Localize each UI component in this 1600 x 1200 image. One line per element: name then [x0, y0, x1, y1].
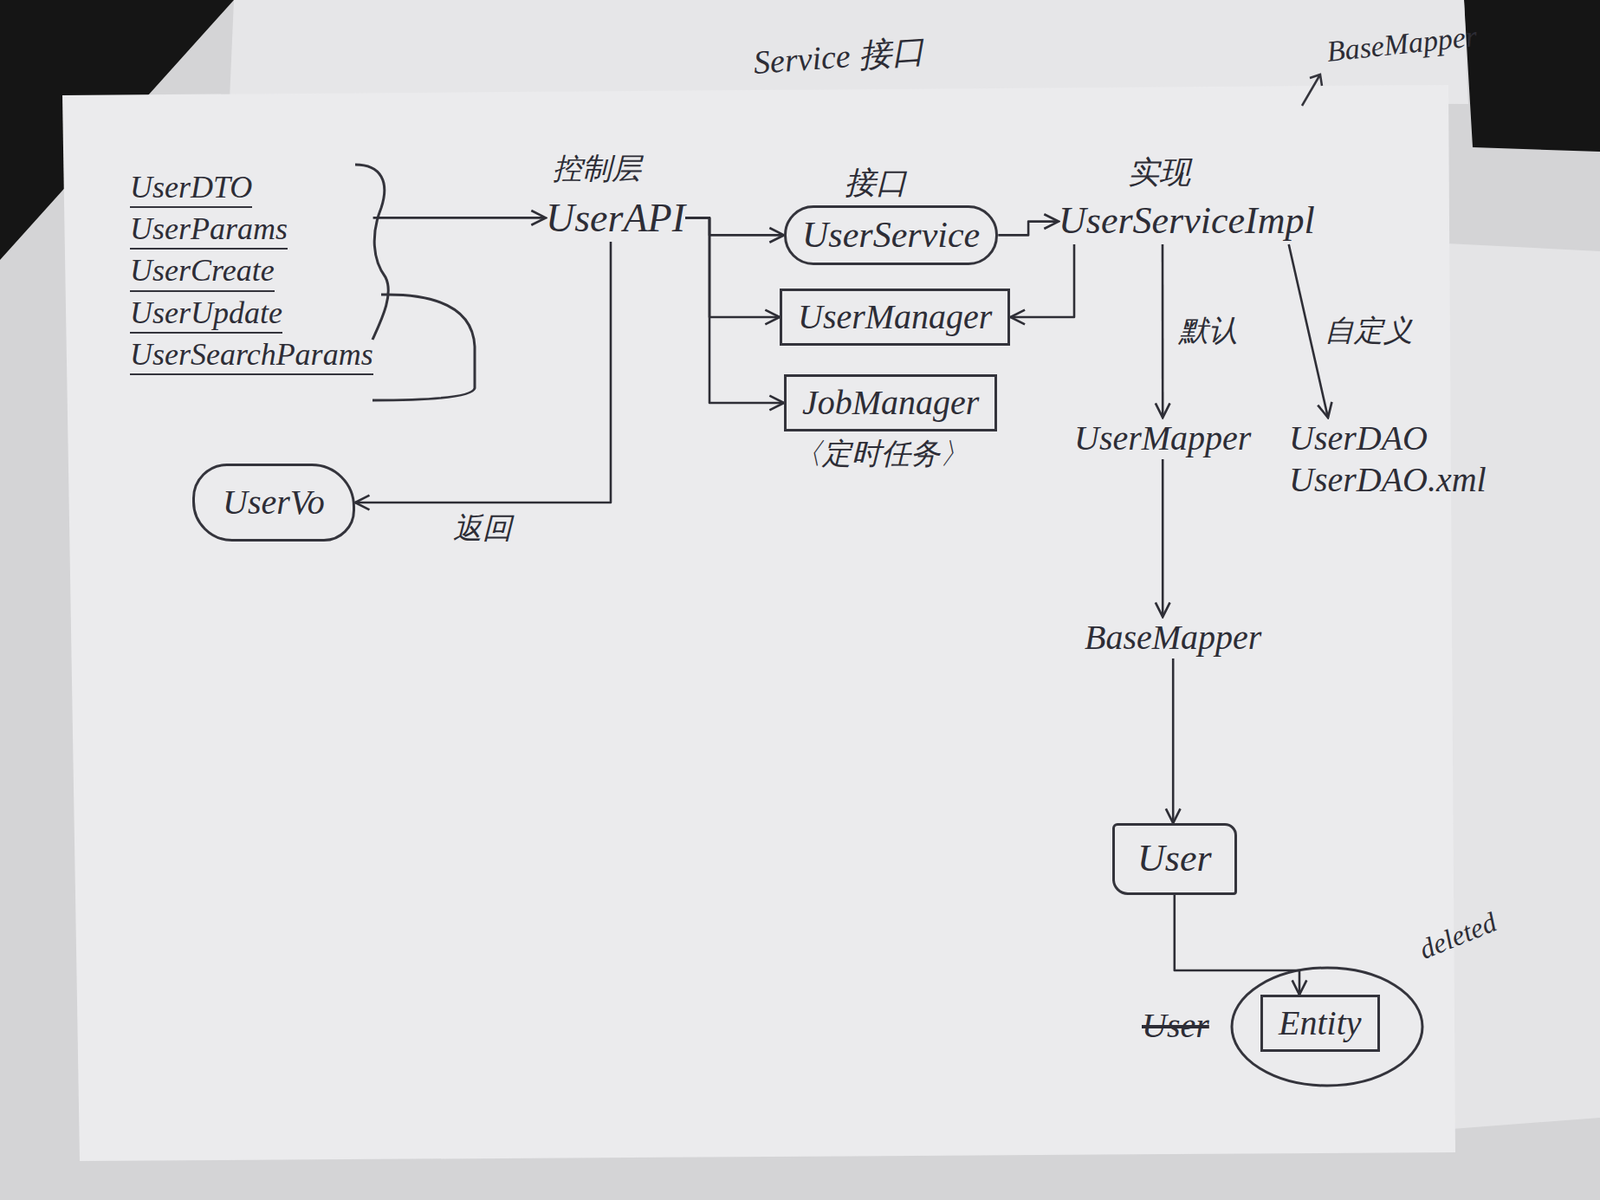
- note-label: deleted: [1414, 905, 1502, 966]
- flow-arrow: [685, 217, 784, 403]
- process-box: 接口 UserService: [783, 164, 998, 266]
- flow-arrow: [1172, 658, 1175, 823]
- shape-outline: Entity: [1260, 994, 1380, 1052]
- node-label: UserMapper: [1074, 417, 1251, 460]
- entity-circle: [1231, 967, 1423, 1086]
- process-box: UserVo: [192, 463, 356, 542]
- flow-arrow: [1161, 459, 1165, 617]
- note-label: User: [1141, 1004, 1210, 1047]
- text-node: UserDTOUserParamsUserCreateUserUpdateUse…: [129, 168, 374, 378]
- process-box: UserManager: [779, 288, 1011, 346]
- node-label: UserCreate: [129, 252, 275, 292]
- node-label: BaseMapper: [1084, 616, 1262, 659]
- flow-arrow: [1161, 244, 1165, 418]
- flow-arrow: [685, 217, 780, 318]
- note-label: Service 接口: [751, 31, 926, 83]
- edge-label: 自定义: [1321, 313, 1416, 350]
- text-node: UserMapper: [1074, 417, 1251, 460]
- shape-outline: JobManager: [783, 374, 998, 432]
- node-label: UserAPI: [545, 194, 686, 242]
- main-sheet: [62, 84, 1456, 1161]
- process-box: Entity: [1260, 994, 1380, 1052]
- layer-heading: 实现: [1058, 154, 1315, 192]
- text-node: BaseMapper: [1084, 616, 1262, 659]
- text-node: 控制层 UserAPI: [545, 151, 686, 242]
- flow-arrow: [373, 216, 546, 220]
- edge-label: 默认: [1176, 313, 1241, 350]
- flow-arrow: [1174, 894, 1300, 995]
- node-label: UserDAO.xml: [1289, 459, 1487, 501]
- right-sheet: [1429, 242, 1600, 1131]
- node-label: UserService: [802, 213, 980, 257]
- text-node: UserDAOUserDAO.xml: [1289, 417, 1487, 501]
- process-box: JobManager 〈定时任务〉: [783, 374, 998, 473]
- node-label: JobManager: [802, 382, 979, 424]
- edge-label: 返回: [450, 511, 515, 547]
- bracket: [355, 164, 389, 340]
- node-label: UserUpdate: [129, 294, 283, 334]
- node-label: Entity: [1278, 1002, 1362, 1044]
- shape-outline: UserManager: [779, 288, 1011, 346]
- node-label: UserServiceImpl: [1058, 198, 1315, 245]
- note-caption: 〈定时任务〉: [783, 436, 998, 473]
- pointer-arrow: [1302, 74, 1322, 106]
- layer-heading: 控制层: [545, 151, 686, 188]
- text-node: 实现 UserServiceImpl: [1058, 154, 1315, 245]
- shape-outline: UserService: [783, 205, 998, 265]
- node-label: UserDAO: [1289, 417, 1487, 460]
- layer-heading: 接口: [783, 164, 998, 202]
- node-label: UserSearchParams: [129, 336, 374, 376]
- process-box: User: [1112, 822, 1238, 895]
- note-label: BaseMapper: [1325, 19, 1479, 71]
- node-label: UserParams: [129, 210, 288, 250]
- flow-arrow: [355, 241, 611, 503]
- node-label: UserManager: [797, 296, 992, 338]
- flow-arrow: [997, 221, 1059, 236]
- node-label: UserDTO: [129, 168, 253, 208]
- node-label: User: [1137, 835, 1212, 882]
- flow-arrow: [1010, 244, 1075, 318]
- shape-outline: UserVo: [192, 463, 356, 542]
- flow-arrow: [685, 217, 784, 235]
- shape-outline: User: [1112, 822, 1238, 895]
- bracket-loop: [372, 294, 475, 401]
- node-label: UserVo: [222, 481, 325, 524]
